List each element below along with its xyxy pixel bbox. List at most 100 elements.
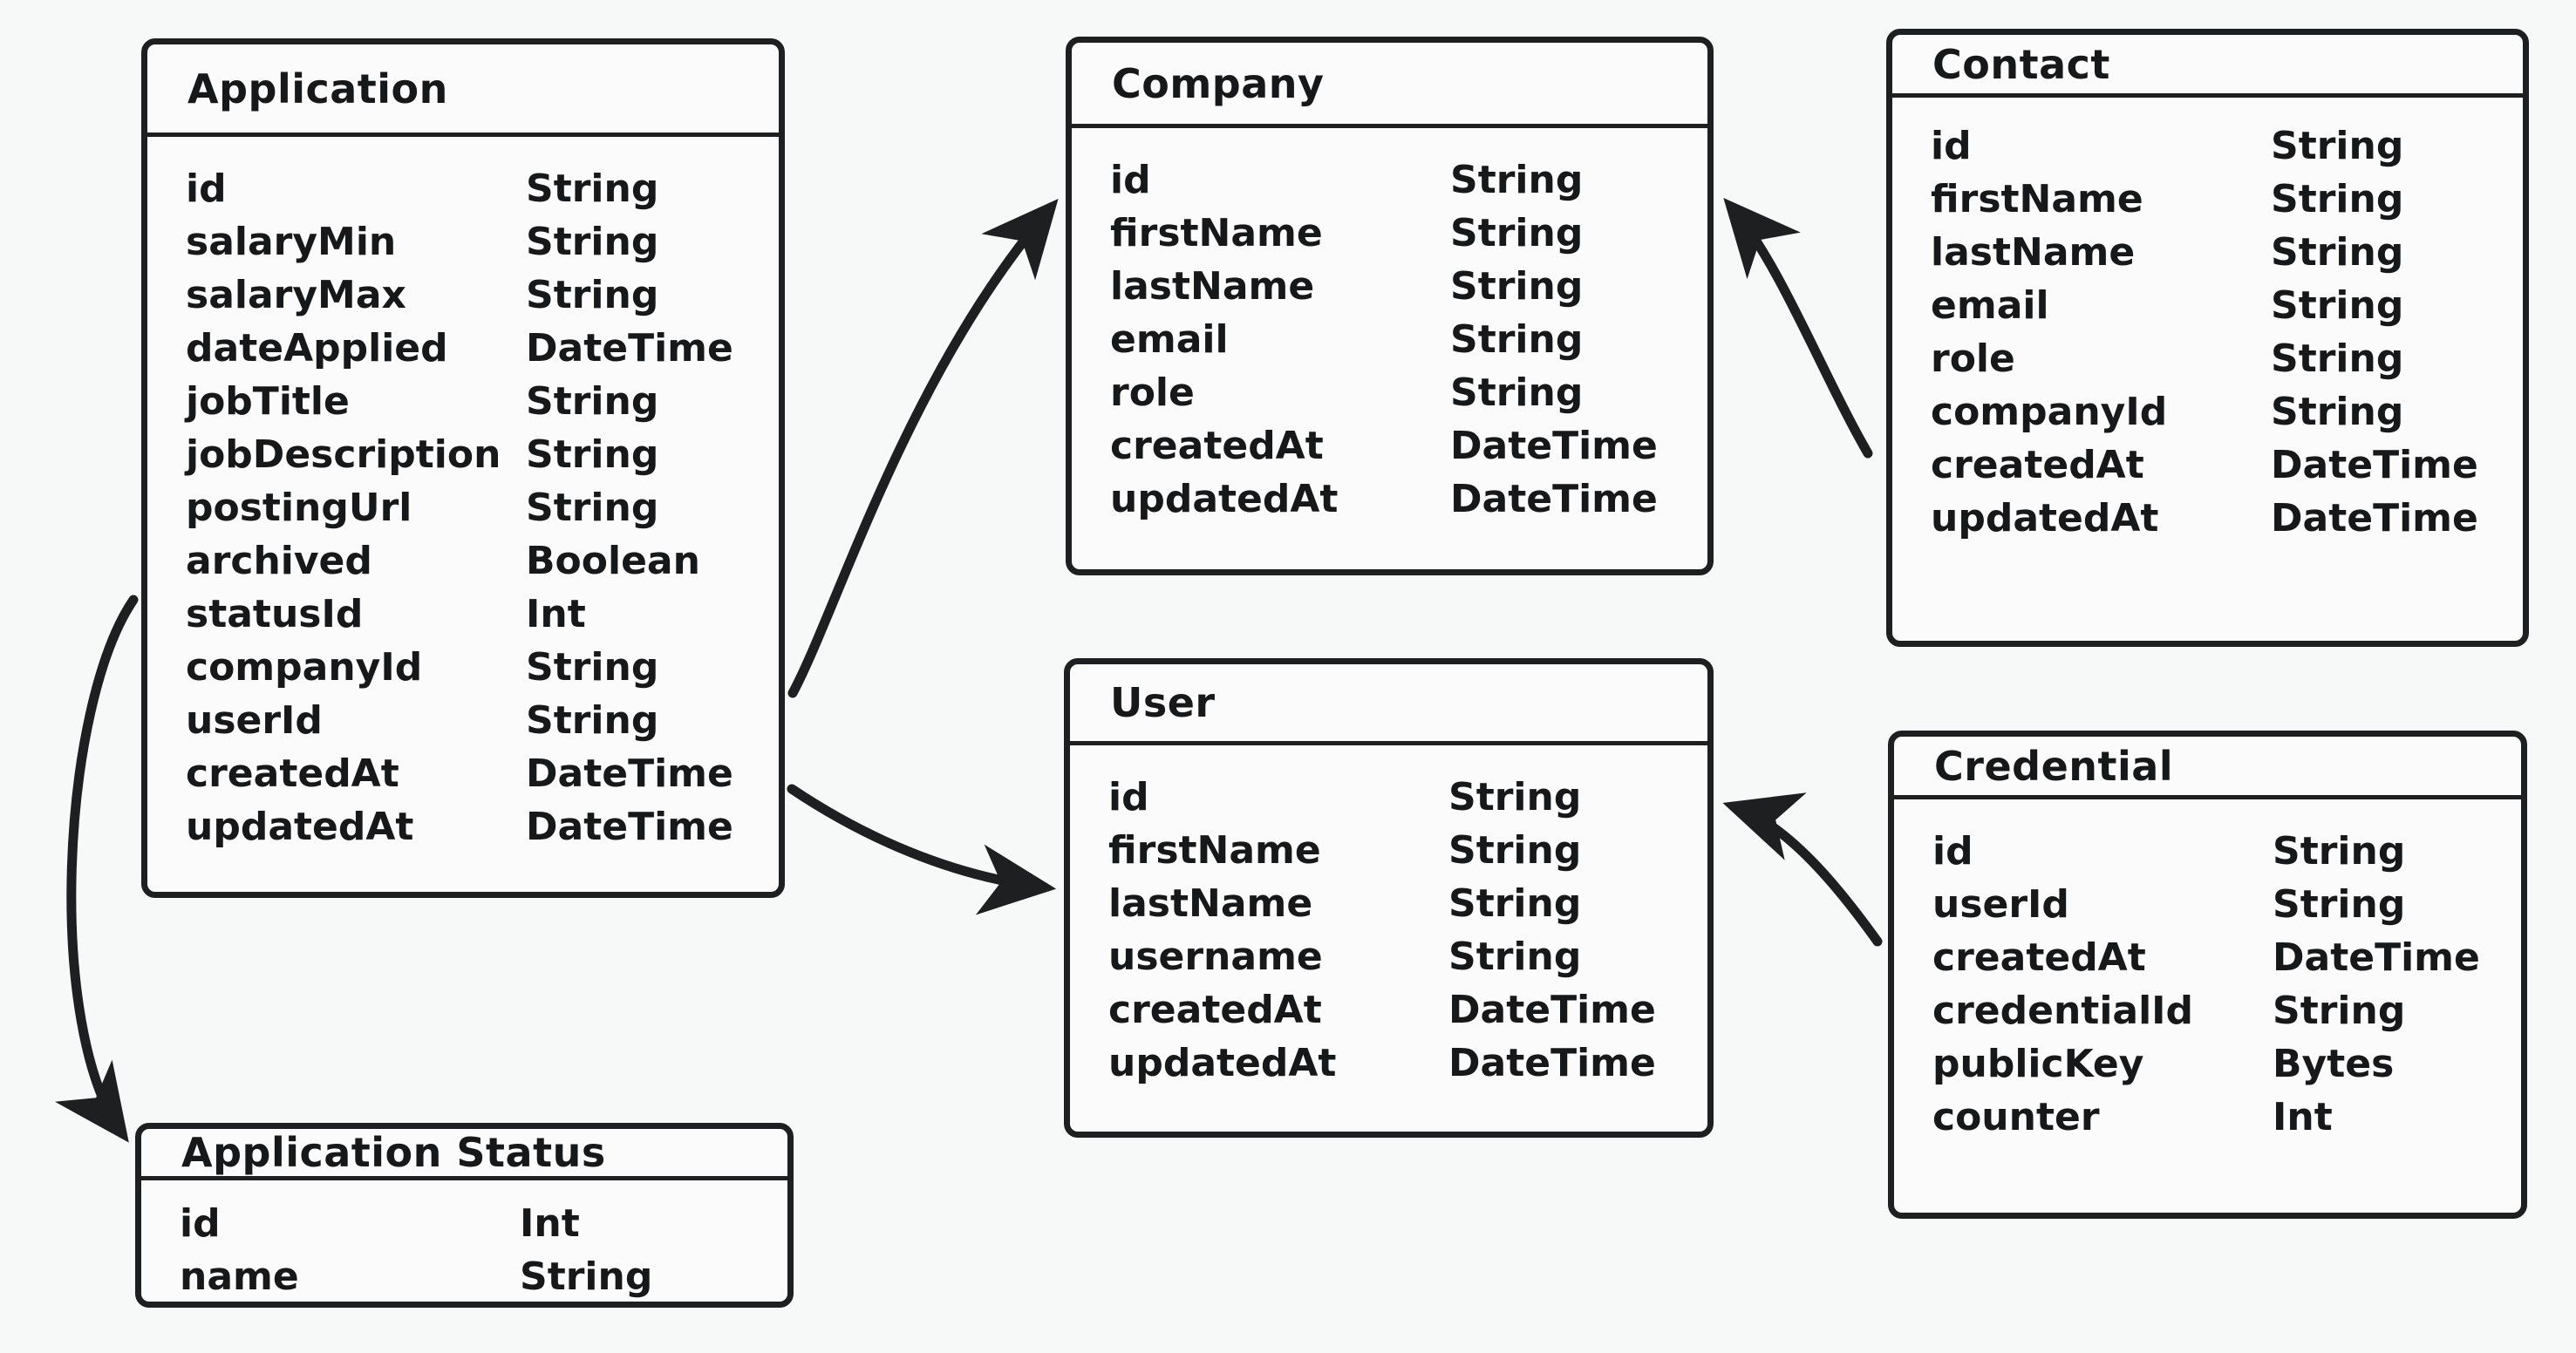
field-row: createdAt DateTime — [1108, 988, 1707, 1041]
entity-company-fields: id String firstName String lastName Stri… — [1072, 128, 1707, 530]
entity-application-header: Application — [147, 44, 779, 137]
field-type: Int — [2273, 1095, 2333, 1139]
field-row: createdAt DateTime — [1931, 443, 2523, 496]
field-row: updatedAt DateTime — [1108, 1041, 1707, 1094]
field-type: String — [526, 273, 659, 317]
field-type: String — [1450, 211, 1584, 255]
field-name: firstName — [1931, 177, 2143, 221]
field-name: jobTitle — [186, 379, 350, 424]
field-name: firstName — [1110, 211, 1323, 255]
field-type: String — [2271, 124, 2404, 168]
entity-user[interactable]: User id String firstName String lastName… — [1064, 658, 1714, 1138]
entity-application-fields: id String salaryMin String salaryMax Str… — [147, 137, 779, 858]
entity-application-status[interactable]: Application Status id Int name String — [135, 1123, 794, 1308]
field-row: createdAt DateTime — [186, 751, 779, 805]
field-name: createdAt — [186, 751, 399, 796]
field-name: firstName — [1108, 828, 1321, 873]
field-name: id — [1931, 124, 1972, 168]
field-row: salaryMax String — [186, 273, 779, 326]
field-type: String — [2271, 283, 2404, 328]
field-row: statusId Int — [186, 592, 779, 645]
field-row: username String — [1108, 935, 1707, 988]
field-row: role String — [1931, 337, 2523, 390]
field-row: updatedAt DateTime — [1931, 496, 2523, 549]
entity-company[interactable]: Company id String firstName String lastN… — [1066, 37, 1714, 575]
field-type: DateTime — [1450, 424, 1658, 468]
field-type: String — [2271, 230, 2404, 275]
field-row: id Int — [180, 1201, 787, 1254]
field-name: credentialId — [1932, 989, 2194, 1033]
field-type: String — [526, 379, 659, 424]
field-row: lastName String — [1931, 230, 2523, 283]
field-row: firstName String — [1108, 828, 1707, 881]
entity-company-header: Company — [1072, 43, 1707, 128]
field-name: lastName — [1931, 230, 2136, 275]
entity-application-status-title: Application Status — [181, 1129, 606, 1176]
field-name: lastName — [1108, 881, 1313, 926]
entity-credential[interactable]: Credential id String userId String creat… — [1888, 731, 2527, 1219]
edge-contact-to-company — [1723, 198, 1873, 459]
field-row: postingUrl String — [186, 486, 779, 539]
field-row: createdAt DateTime — [1110, 424, 1707, 477]
field-row: createdAt DateTime — [1932, 935, 2521, 989]
field-name: id — [186, 167, 227, 211]
field-row: lastName String — [1110, 264, 1707, 317]
field-row: userId String — [186, 698, 779, 751]
field-name: updatedAt — [1108, 1041, 1337, 1085]
field-name: updatedAt — [1931, 496, 2159, 541]
field-row: updatedAt DateTime — [186, 805, 779, 858]
entity-credential-title: Credential — [1934, 742, 2174, 790]
field-type: String — [1450, 158, 1584, 202]
field-row: salaryMin String — [186, 220, 779, 273]
field-name: userId — [1932, 882, 2069, 927]
field-type: DateTime — [526, 326, 733, 371]
field-row: email String — [1110, 317, 1707, 371]
field-type: String — [2273, 882, 2406, 927]
field-name: jobDescription — [186, 432, 501, 477]
field-row: counter Int — [1932, 1095, 2521, 1148]
field-type: String — [526, 698, 659, 743]
field-type: String — [526, 432, 659, 477]
field-row: lastName String — [1108, 881, 1707, 935]
field-type: Bytes — [2273, 1042, 2395, 1086]
entity-company-title: Company — [1112, 59, 1325, 107]
field-row: name String — [180, 1254, 787, 1302]
field-type: String — [526, 486, 659, 530]
field-row: dateApplied DateTime — [186, 326, 779, 379]
entity-contact-header: Contact — [1892, 35, 2523, 98]
entity-application-status-header: Application Status — [141, 1129, 787, 1180]
entity-user-fields: id String firstName String lastName Stri… — [1070, 745, 1707, 1094]
field-name: lastName — [1110, 264, 1315, 309]
entity-user-header: User — [1070, 664, 1707, 745]
entity-contact-fields: id String firstName String lastName Stri… — [1892, 98, 2523, 549]
field-name: publicKey — [1932, 1042, 2144, 1086]
field-name: updatedAt — [1110, 477, 1339, 521]
field-row: id String — [1932, 829, 2521, 882]
entity-application[interactable]: Application id String salaryMin String s… — [141, 38, 785, 898]
field-row: id String — [1931, 124, 2523, 177]
field-type: String — [1450, 317, 1584, 362]
field-type: String — [520, 1254, 653, 1299]
entity-contact[interactable]: Contact id String firstName String lastN… — [1886, 29, 2529, 647]
field-row: jobDescription String — [186, 432, 779, 486]
field-type: DateTime — [2271, 443, 2478, 487]
field-type: DateTime — [1450, 477, 1658, 521]
field-type: DateTime — [526, 751, 733, 796]
field-type: String — [526, 645, 659, 690]
field-name: postingUrl — [186, 486, 412, 530]
field-type: String — [1450, 371, 1584, 415]
field-type: String — [1448, 935, 1582, 979]
field-type: Boolean — [526, 539, 700, 583]
field-name: userId — [186, 698, 323, 743]
field-type: String — [1448, 881, 1582, 926]
entity-contact-title: Contact — [1932, 40, 2110, 88]
field-name: salaryMax — [186, 273, 406, 317]
field-row: id String — [1108, 775, 1707, 828]
field-type: String — [1450, 264, 1584, 309]
field-type: Int — [526, 592, 586, 636]
entity-credential-fields: id String userId String createdAt DateTi… — [1894, 799, 2521, 1148]
field-name: statusId — [186, 592, 364, 636]
field-name: createdAt — [1110, 424, 1324, 468]
field-name: email — [1110, 317, 1229, 362]
